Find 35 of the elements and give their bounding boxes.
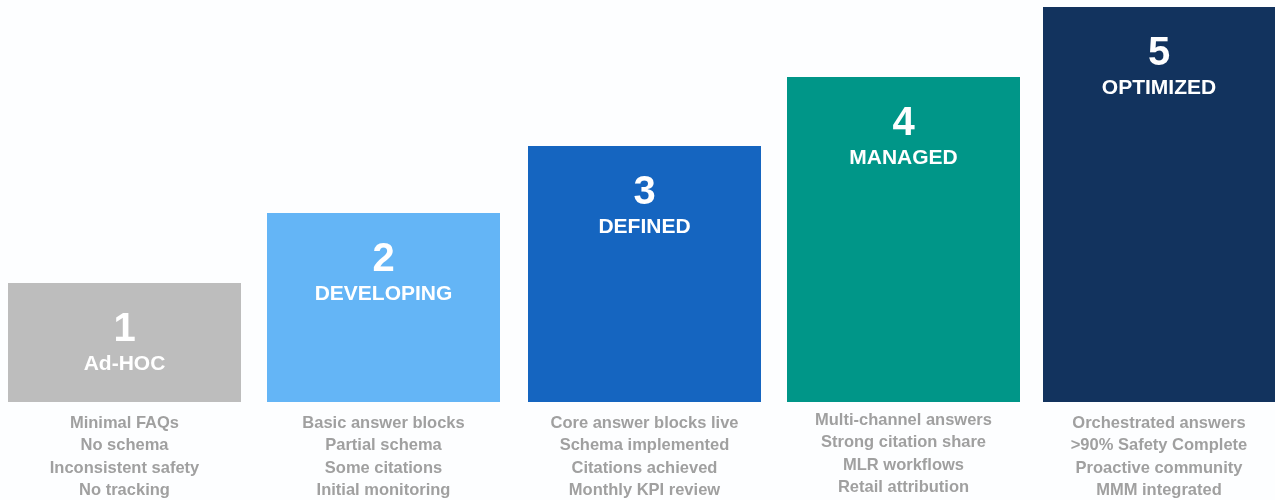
description-text: Initial monitoring bbox=[316, 478, 451, 500]
level-bar bbox=[1043, 7, 1275, 402]
level-number: 3 bbox=[633, 168, 656, 212]
description-text: Strong citation share bbox=[821, 431, 986, 453]
level-bar bbox=[528, 146, 761, 402]
description-text: Inconsistent safety bbox=[49, 456, 200, 478]
description-text: No tracking bbox=[79, 478, 170, 500]
description-text: Partial schema bbox=[325, 434, 442, 456]
level-number: 2 bbox=[372, 235, 395, 279]
description-text: Monthly KPI review bbox=[568, 478, 721, 500]
description-text: Basic answer blocks bbox=[302, 412, 465, 433]
description-text: Minimal FAQs bbox=[69, 412, 180, 433]
description-text: Citations achieved bbox=[571, 456, 718, 478]
description-text: Orchestrated answers bbox=[1072, 412, 1246, 433]
level-bar bbox=[267, 213, 500, 402]
level-number: 5 bbox=[1147, 29, 1171, 73]
description-text: Retail attribution bbox=[837, 475, 970, 497]
description-text: No schema bbox=[80, 434, 169, 456]
level-title: DEVELOPING bbox=[314, 281, 453, 305]
description-text: >90% Safety Complete bbox=[1070, 434, 1248, 456]
level-number: 4 bbox=[892, 99, 915, 143]
description-text: MMM integrated bbox=[1096, 478, 1222, 500]
level-title: OPTIMIZED bbox=[1101, 75, 1217, 99]
level-bar bbox=[787, 77, 1020, 402]
description-text: Multi-channel answers bbox=[815, 409, 992, 430]
description-text: Proactive community bbox=[1075, 456, 1243, 478]
level-number: 1 bbox=[113, 305, 136, 349]
description-text: Some citations bbox=[324, 456, 443, 478]
level-title: DEFINED bbox=[598, 214, 691, 238]
level-title: Ad-HOC bbox=[83, 351, 166, 375]
description-text: Schema implemented bbox=[559, 434, 730, 456]
description-text: Core answer blocks live bbox=[550, 412, 739, 433]
level-title: MANAGED bbox=[849, 145, 958, 169]
level-bar bbox=[8, 283, 241, 402]
description-text: MLR workflows bbox=[843, 453, 964, 475]
